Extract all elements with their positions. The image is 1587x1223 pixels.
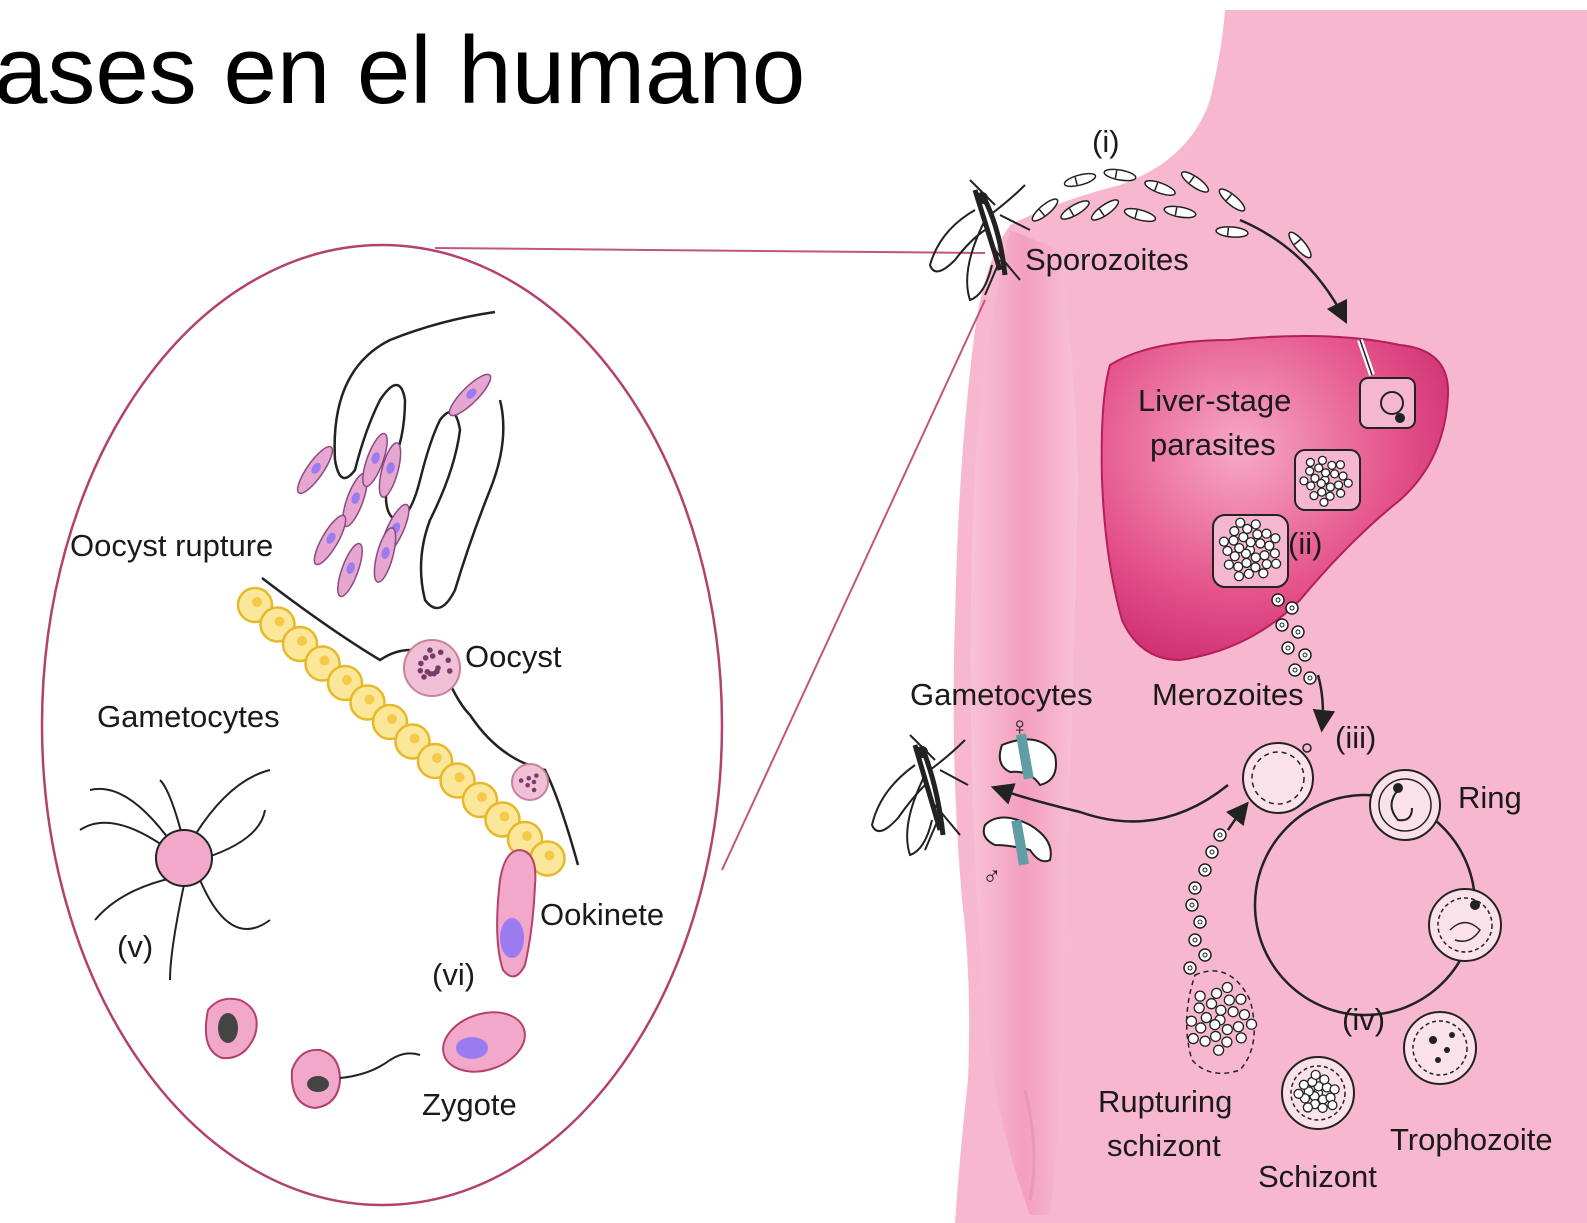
label-v: (v) bbox=[117, 929, 153, 964]
rbc-schizont bbox=[1282, 1057, 1354, 1129]
ookinete-nucleus bbox=[500, 918, 524, 958]
label-sporozoites: Sporozoites bbox=[1025, 242, 1189, 277]
sporozoite bbox=[1103, 167, 1136, 182]
label-schizont: Schizont bbox=[1258, 1159, 1377, 1194]
label-vi: (vi) bbox=[432, 957, 475, 992]
label-gametocytes-human: Gametocytes bbox=[910, 677, 1093, 712]
label-oocyst: Oocyst bbox=[465, 639, 562, 674]
rbc-trophozoite bbox=[1404, 1012, 1476, 1084]
rbc-trophozoite-early bbox=[1429, 889, 1501, 961]
female-symbol: ♀ bbox=[1010, 711, 1030, 741]
label-iv: (iv) bbox=[1342, 1002, 1385, 1037]
label-ookinete: Ookinete bbox=[540, 897, 664, 932]
rbc-invaded bbox=[1243, 743, 1313, 813]
label-zygote: Zygote bbox=[422, 1087, 517, 1122]
label-gametocytes-mosquito: Gametocytes bbox=[97, 699, 280, 734]
label-oocyst-rupture: Oocyst rupture bbox=[70, 528, 273, 563]
zoom-line-top bbox=[435, 248, 985, 253]
label-ring: Ring bbox=[1458, 780, 1522, 815]
label-rupturing-1: Rupturing bbox=[1098, 1084, 1232, 1119]
sporozoite bbox=[1063, 171, 1096, 189]
slide-title: ases en el humano bbox=[0, 17, 805, 124]
zygote-nucleus bbox=[456, 1037, 488, 1059]
label-liver-stage-2: parasites bbox=[1150, 427, 1276, 462]
label-trophozoite: Trophozoite bbox=[1390, 1122, 1553, 1157]
label-ii: (ii) bbox=[1288, 526, 1322, 561]
rbc-ring bbox=[1370, 770, 1440, 840]
zoom-line-bottom bbox=[722, 300, 985, 870]
oocyst-small bbox=[512, 764, 548, 800]
label-liver-stage-1: Liver-stage bbox=[1138, 383, 1291, 418]
label-iii: (iii) bbox=[1335, 720, 1376, 755]
mosquito-bottom-icon bbox=[872, 735, 968, 855]
male-symbol: ♂ bbox=[982, 861, 1002, 891]
label-merozoites: Merozoites bbox=[1152, 677, 1304, 712]
label-i: (i) bbox=[1092, 124, 1120, 159]
label-rupturing-2: schizont bbox=[1107, 1128, 1221, 1163]
